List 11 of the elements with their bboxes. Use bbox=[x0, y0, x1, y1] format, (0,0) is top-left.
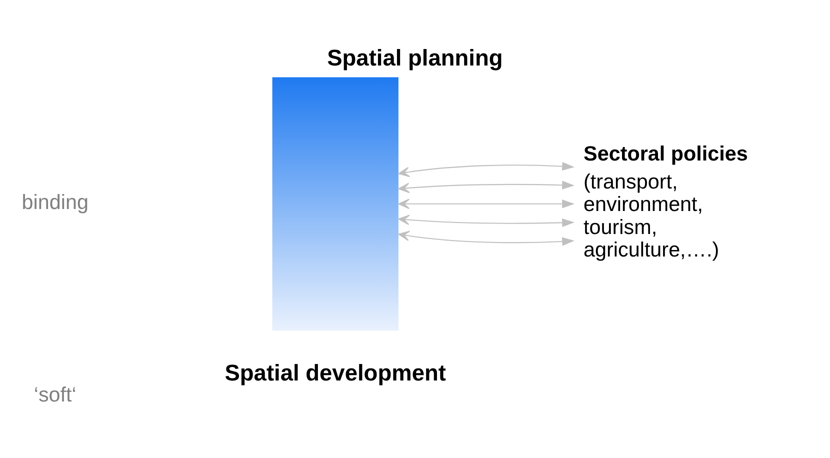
arrow bbox=[398, 230, 575, 246]
diagram-title: Spatial planning bbox=[327, 44, 503, 70]
label: binding bbox=[22, 190, 88, 214]
arrow bbox=[398, 180, 575, 193]
node-bar bbox=[272, 76, 398, 330]
arrow bbox=[398, 162, 575, 177]
label: ‘soft‘ bbox=[34, 382, 76, 406]
caption: Spatial development bbox=[224, 358, 446, 385]
arrow bbox=[398, 214, 575, 227]
node-text: Sectoral policies (transport, environment, tourism, agriculture,….) bbox=[584, 142, 748, 262]
arrow bbox=[398, 198, 575, 209]
